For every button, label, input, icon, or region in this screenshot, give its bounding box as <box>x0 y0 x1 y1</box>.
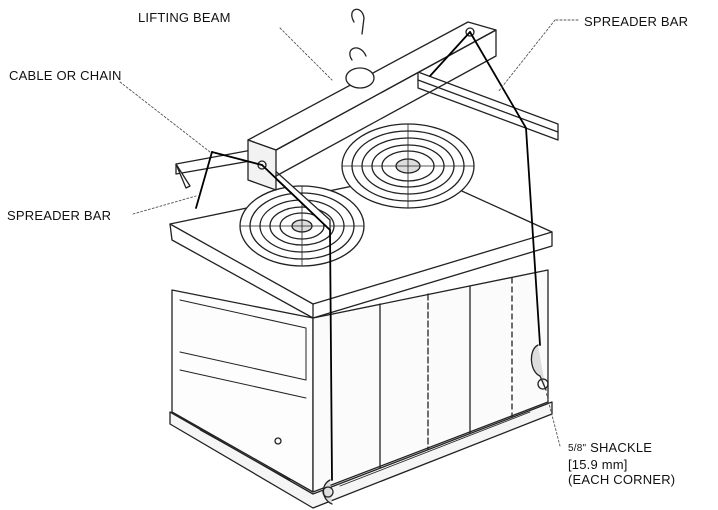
lifting-hook <box>345 8 375 89</box>
fan-guard-rear <box>341 123 475 209</box>
shackle-metric: [15.9 mm] <box>568 457 628 472</box>
cable-or-chain-label: CABLE OR CHAIN <box>9 68 122 83</box>
spreader-bar-top-label: SPREADER BAR <box>584 14 689 29</box>
fan-guard-front <box>239 185 365 267</box>
spreader-bar-rear <box>417 71 559 141</box>
shackle-size-line: 5/8" SHACKLE <box>568 440 675 457</box>
lifting-cables <box>195 31 541 481</box>
shackle-name: SHACKLE <box>590 440 653 455</box>
shackle-note: (EACH CORNER) <box>568 472 676 487</box>
spreader-bar-left-label: SPREADER BAR <box>7 208 112 223</box>
shackle-label: 5/8" SHACKLE [15.9 mm] (EACH CORNER) <box>568 440 675 487</box>
corner-shackles <box>322 344 549 505</box>
leader-lines <box>119 19 579 447</box>
lifting-beam-label: LIFTING BEAM <box>138 10 231 25</box>
shackle-fraction: 5/8" <box>568 443 587 454</box>
